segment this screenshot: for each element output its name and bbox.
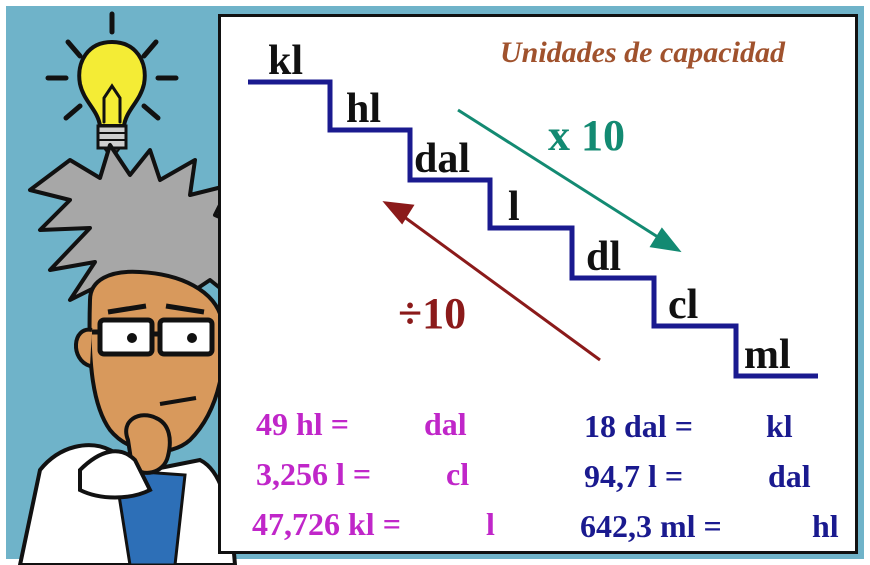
exercise-target-unit: hl	[812, 508, 839, 544]
exercise-target-unit: kl	[766, 408, 793, 444]
exercise-value: 18 dal =	[584, 408, 693, 444]
multiply-arrow	[457, 108, 682, 253]
exercise-value: 642,3 ml =	[580, 508, 722, 544]
exercise-target-unit: cl	[446, 456, 470, 492]
exercise-value: 3,256 l =	[256, 456, 372, 492]
lightbulb-icon	[45, 11, 179, 157]
unit-label-dl: dl	[586, 234, 622, 280]
unit-label-hl: hl	[346, 86, 382, 132]
exercise-value: 94,7 l =	[584, 458, 684, 494]
exercise-value: 47,726 kl =	[252, 506, 401, 542]
exercise-value: 49 hl =	[256, 406, 349, 442]
unit-staircase	[248, 79, 818, 379]
divide-label: ÷10	[398, 289, 467, 338]
whiteboard	[218, 14, 858, 554]
unit-label-l: l	[508, 184, 520, 230]
exercise-target-unit: dal	[424, 406, 467, 442]
multiply-label: x 10	[548, 111, 625, 160]
exercise-target-unit: dal	[768, 458, 811, 494]
exercise-target-unit: l	[486, 506, 495, 542]
unit-label-cl: cl	[668, 282, 699, 328]
unit-label-kl: kl	[268, 38, 304, 84]
unit-label-ml: ml	[744, 332, 791, 378]
divide-arrow	[382, 201, 601, 362]
unit-label-dal: dal	[414, 136, 471, 182]
board-title: Unidades de capacidad	[500, 36, 785, 69]
